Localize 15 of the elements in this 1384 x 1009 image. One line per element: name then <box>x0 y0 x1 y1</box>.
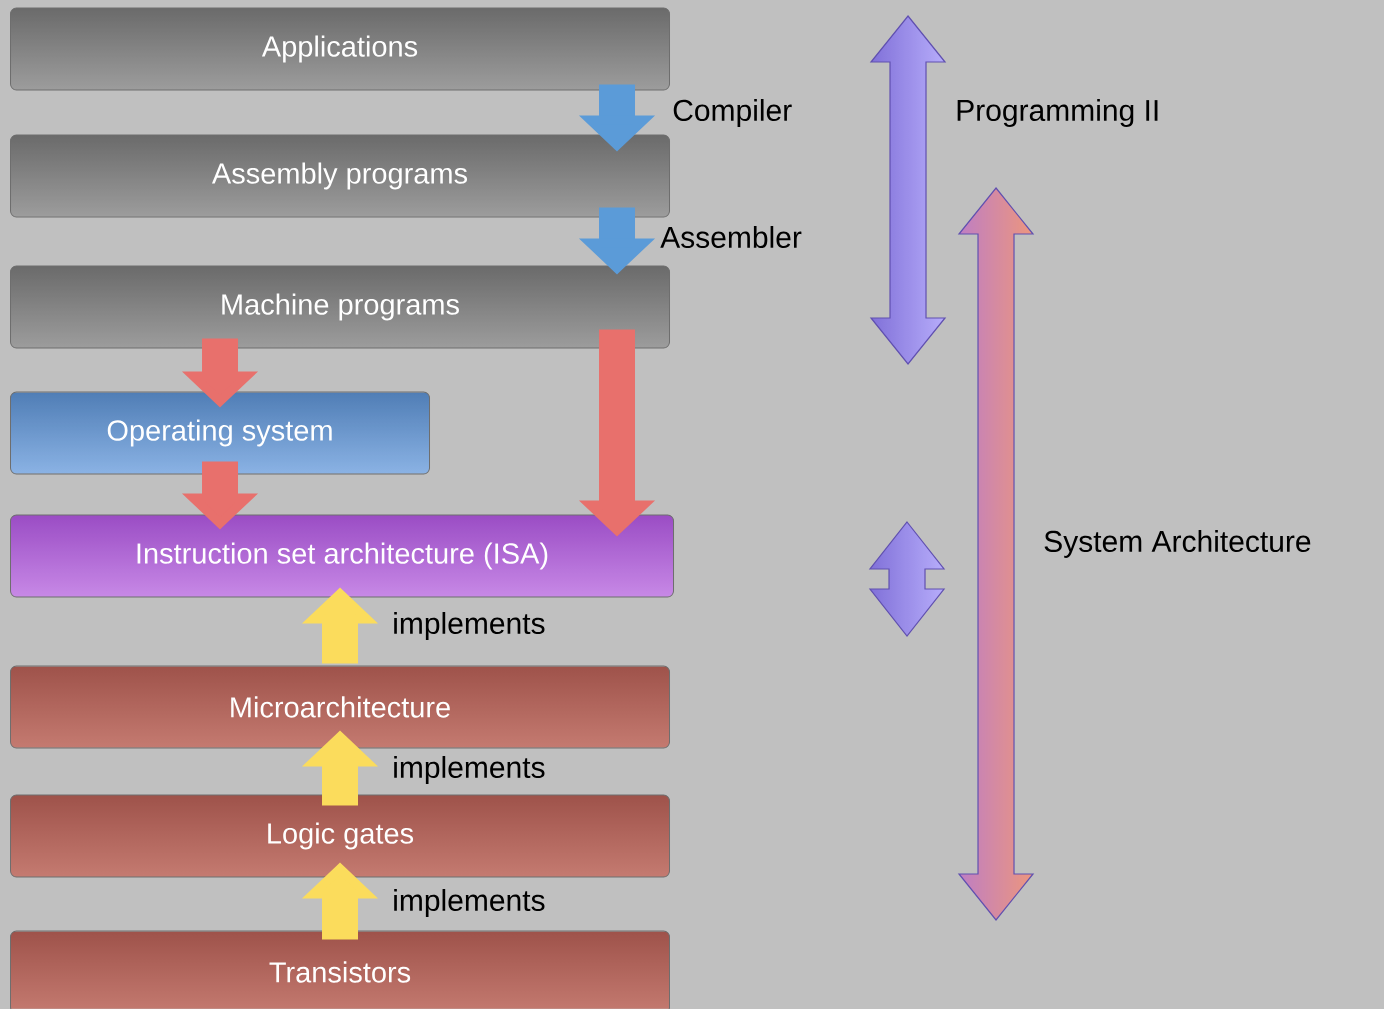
edge-label: Assembler <box>660 226 802 248</box>
layer-box: Instruction set architecture (ISA) <box>10 514 674 598</box>
edge-label: implements <box>394 889 545 917</box>
layer-box: Operating system <box>10 391 430 475</box>
layer-box: Logic gates <box>10 794 670 878</box>
edge-label: implements <box>394 756 545 784</box>
range-label: System Architecture <box>1044 530 1311 558</box>
edge-label: Compiler <box>673 99 792 127</box>
layer-box: Assembly programs <box>10 134 670 218</box>
layer-box: Microarchitecture <box>10 665 670 749</box>
layer-box: Machine programs <box>10 265 670 349</box>
layer-box: Applications <box>10 7 670 91</box>
range-label: Programming II <box>957 99 1158 127</box>
layer-box: Transistors <box>10 930 670 1009</box>
edge-label: implements <box>394 612 545 640</box>
